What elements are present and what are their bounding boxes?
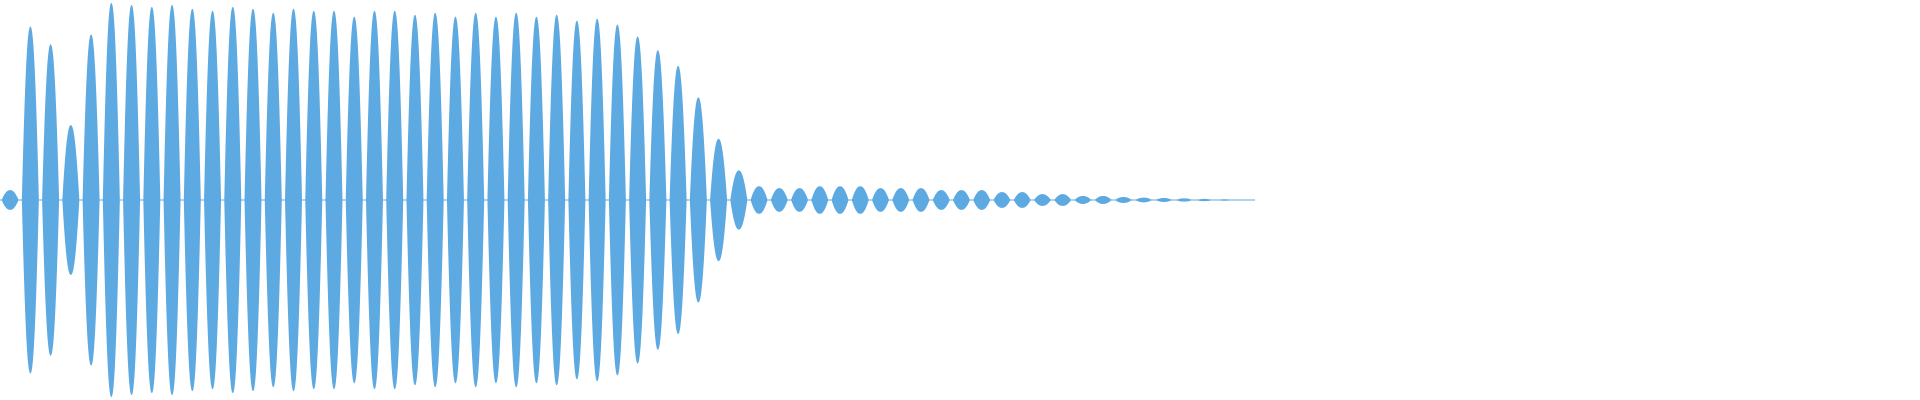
waveform-lobe <box>750 186 768 214</box>
waveform-lobe <box>406 14 424 386</box>
waveform-lobe <box>1195 198 1213 202</box>
waveform-lobe <box>527 16 545 384</box>
waveform-lobe <box>345 16 363 384</box>
waveform-lobe <box>831 186 849 214</box>
waveform-lobe <box>1074 196 1092 204</box>
waveform-lobe <box>892 188 910 212</box>
waveform-lobe <box>952 190 970 210</box>
waveform-lobe <box>264 12 282 388</box>
waveform-lobe <box>649 50 667 350</box>
waveform-lobe <box>365 10 383 390</box>
waveform-lobe <box>507 12 525 388</box>
waveform-lobe <box>1033 194 1051 206</box>
waveform-lobe <box>912 188 930 212</box>
waveform-lobe <box>1114 197 1132 203</box>
waveform-lobe <box>426 12 444 388</box>
waveform-lobe <box>1 190 19 210</box>
waveform-lobe <box>629 36 647 364</box>
waveform-lobe <box>872 188 890 212</box>
waveform-lobe <box>993 192 1011 208</box>
waveform-lobe <box>811 186 829 214</box>
waveform-lobe <box>851 186 869 214</box>
waveform-lobe <box>386 10 404 390</box>
waveform-lobe <box>21 26 39 374</box>
waveform-lobe <box>548 14 566 386</box>
waveform-lobe <box>932 190 950 210</box>
waveform-lobe <box>224 6 242 394</box>
waveform-lobe <box>1175 198 1193 202</box>
waveform-lobe <box>467 12 485 388</box>
waveform-lobe <box>669 66 687 334</box>
waveform-lobe <box>204 10 222 390</box>
waveform-lobe <box>487 16 505 384</box>
waveform-lobe <box>446 16 464 384</box>
waveform-lobe <box>244 8 262 392</box>
waveform-lobe <box>730 170 748 230</box>
waveform-lobe <box>689 97 707 303</box>
waveform-lobe <box>770 188 788 212</box>
waveform-lobe <box>325 10 343 390</box>
waveform-lobe <box>305 10 323 390</box>
waveform-lobe <box>608 24 626 376</box>
waveform-lobe <box>143 6 161 394</box>
waveform-lobe <box>1216 199 1234 201</box>
waveform-lobe <box>123 4 141 396</box>
waveform-lobe <box>163 4 181 396</box>
waveform-lobe <box>1094 196 1112 204</box>
waveform-lobe <box>102 2 120 397</box>
waveform-lobe <box>973 190 991 210</box>
waveform-lobe <box>183 8 201 392</box>
waveform-lobe <box>588 18 606 382</box>
waveform-lobe <box>710 138 728 262</box>
waveform-lobe <box>1135 197 1153 203</box>
waveform-lobe <box>568 20 586 380</box>
waveform-lobe <box>285 8 303 392</box>
waveform-lobe <box>1013 192 1031 208</box>
waveform-lobe <box>791 188 809 212</box>
waveform-lobe <box>42 44 60 356</box>
waveform-lobe <box>82 34 100 366</box>
waveform-lobe <box>1054 194 1072 206</box>
waveform-lobe <box>1236 199 1254 201</box>
waveform-lobe <box>62 125 80 275</box>
waveform-lobe <box>1155 198 1173 202</box>
